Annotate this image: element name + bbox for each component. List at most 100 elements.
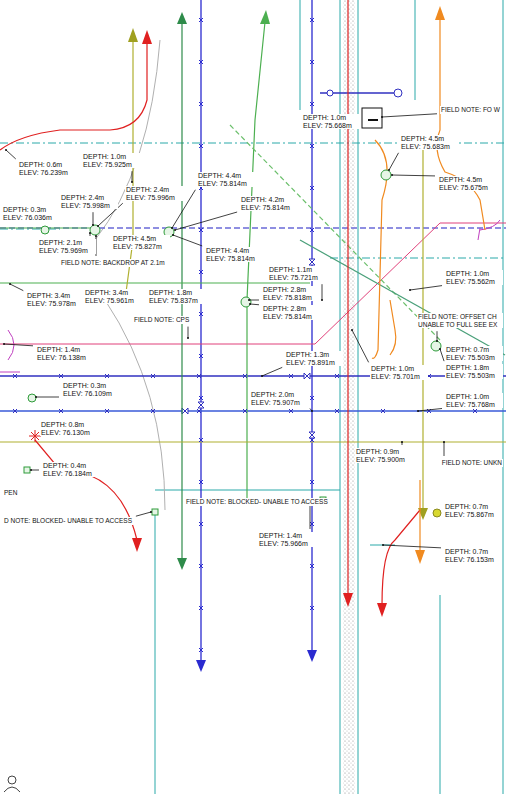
pipe-tick — [473, 409, 477, 413]
depth-label: DEPTH: 2.4m ELEV: 75.996m — [125, 186, 183, 201]
flow-arrow — [177, 12, 187, 24]
leader-line — [36, 397, 59, 398]
pipe-tick — [197, 409, 201, 413]
leader-point — [172, 234, 174, 236]
pipe-tick — [199, 480, 203, 484]
leader-point — [351, 329, 353, 331]
leader-point — [321, 299, 323, 301]
water-service — [0, 227, 506, 228]
north-icon — [8, 776, 16, 784]
flow-arrow — [343, 593, 353, 607]
pipe-tick — [310, 18, 314, 22]
pipe-tick — [199, 354, 203, 358]
depth-label: DEPTH: 2.1m ELEV: 75.969m — [38, 239, 96, 254]
depth-label: DEPTH: 0.7m ELEV: 76.153m — [444, 548, 502, 563]
telecom-line — [478, 220, 500, 240]
field-note: PEN — [3, 489, 18, 497]
manhole-symbol — [241, 297, 251, 307]
pipe-tick — [59, 374, 63, 378]
depth-label: DEPTH: 1.8m ELEV: 75.837m — [148, 289, 206, 304]
fo-marker — [368, 119, 378, 121]
telecom-line — [0, 223, 506, 344]
storm-line — [300, 240, 505, 355]
leader-line — [249, 300, 259, 301]
leader-point — [381, 116, 383, 118]
electric-line — [382, 510, 420, 605]
electric-line — [347, 0, 348, 595]
leader-point — [171, 227, 173, 229]
leader-line — [4, 344, 33, 346]
pipe-tick — [199, 18, 203, 22]
leader-line — [418, 408, 442, 411]
leader-line — [440, 349, 444, 361]
depth-label: DEPTH: 1.8m ELEV: 75.503m — [445, 364, 503, 379]
curb-line — [440, 595, 441, 794]
depth-label: DEPTH: 1.0m ELEV: 75.562m — [445, 270, 503, 285]
abandoned-line — [105, 300, 165, 510]
depth-label: DEPTH: 4.5m ELEV: 75.675m — [438, 176, 496, 191]
leader-point — [3, 343, 5, 345]
manhole-symbol — [381, 170, 391, 180]
pipe-tick — [199, 270, 203, 274]
depth-label: DEPTH: 1.0m ELEV: 75.668m — [302, 114, 360, 129]
pipe-tick — [199, 396, 203, 400]
depth-label: DEPTH: 1.0m ELEV: 75.925m — [82, 153, 140, 168]
pipe-tick — [199, 438, 203, 442]
north-icon — [4, 787, 20, 792]
pipe-tick — [199, 60, 203, 64]
leader-line — [250, 304, 259, 306]
pipe-tick — [310, 60, 314, 64]
pipe-tick — [199, 102, 203, 106]
leader-line — [383, 545, 441, 548]
gas-line — [0, 441, 506, 442]
curb-line — [155, 510, 156, 794]
leader-line — [402, 442, 403, 445]
leader-point — [9, 283, 11, 285]
depth-label: DEPTH: 3.4m ELEV: 75.978m — [26, 292, 84, 307]
pipe-tick — [105, 374, 109, 378]
leader-point — [439, 348, 441, 350]
leader-line — [410, 286, 442, 290]
flow-arrow — [415, 550, 425, 564]
telecom-line — [0, 330, 20, 372]
valve-symbol — [309, 259, 315, 265]
pipe-tick — [310, 102, 314, 106]
leader-line — [389, 153, 399, 170]
leader-line — [437, 331, 438, 341]
pipe-tick — [199, 144, 203, 148]
curb-line — [415, 0, 416, 100]
flow-arrow — [128, 28, 138, 42]
field-note: FIELD NOTE: OFFSET CH UNABLE TO FULL SEE… — [417, 313, 503, 328]
pipe-tick — [199, 648, 203, 652]
pipe-tick — [151, 409, 155, 413]
manhole-symbol — [431, 341, 441, 351]
leader-point — [311, 410, 313, 412]
depth-label: DEPTH: 3.4m ELEV: 75.961m — [84, 289, 142, 304]
field-note: FIELD NOTE: FO W — [440, 106, 501, 114]
field-note: FIELD NOTE: BLOCKED- UNABLE TO ACCESS — [185, 498, 329, 506]
water-main — [311, 0, 312, 650]
gas-valve-symbol — [433, 509, 441, 517]
depth-label: DEPTH: 2.8m ELEV: 75.818m — [262, 286, 320, 301]
leader-line — [310, 505, 311, 529]
leader-point — [409, 289, 411, 291]
electric-line — [35, 440, 137, 540]
field-note: D NOTE: BLOCKED- UNABLE TO ACCESS — [3, 517, 133, 525]
leader-line — [322, 284, 323, 300]
depth-label: DEPTH: 0.4m ELEV: 76.184m — [42, 462, 100, 477]
depth-label: DEPTH: 0.7m ELEV: 75.503m — [445, 346, 503, 361]
flow-arrow — [260, 10, 270, 24]
field-note: FIELD NOTE: BACKDROP AT 2.1m — [60, 259, 166, 267]
flow-arrow — [142, 30, 152, 44]
leader-point — [95, 235, 97, 237]
electric-line — [0, 40, 147, 150]
leader-point — [35, 396, 37, 398]
leader-line — [93, 212, 94, 225]
depth-label: DEPTH: 1.0m ELEV: 75.768m — [445, 393, 503, 408]
catch-basin-symbol — [24, 467, 30, 473]
leader-line — [352, 330, 369, 362]
leader-line — [382, 114, 437, 117]
leader-point — [382, 544, 384, 546]
